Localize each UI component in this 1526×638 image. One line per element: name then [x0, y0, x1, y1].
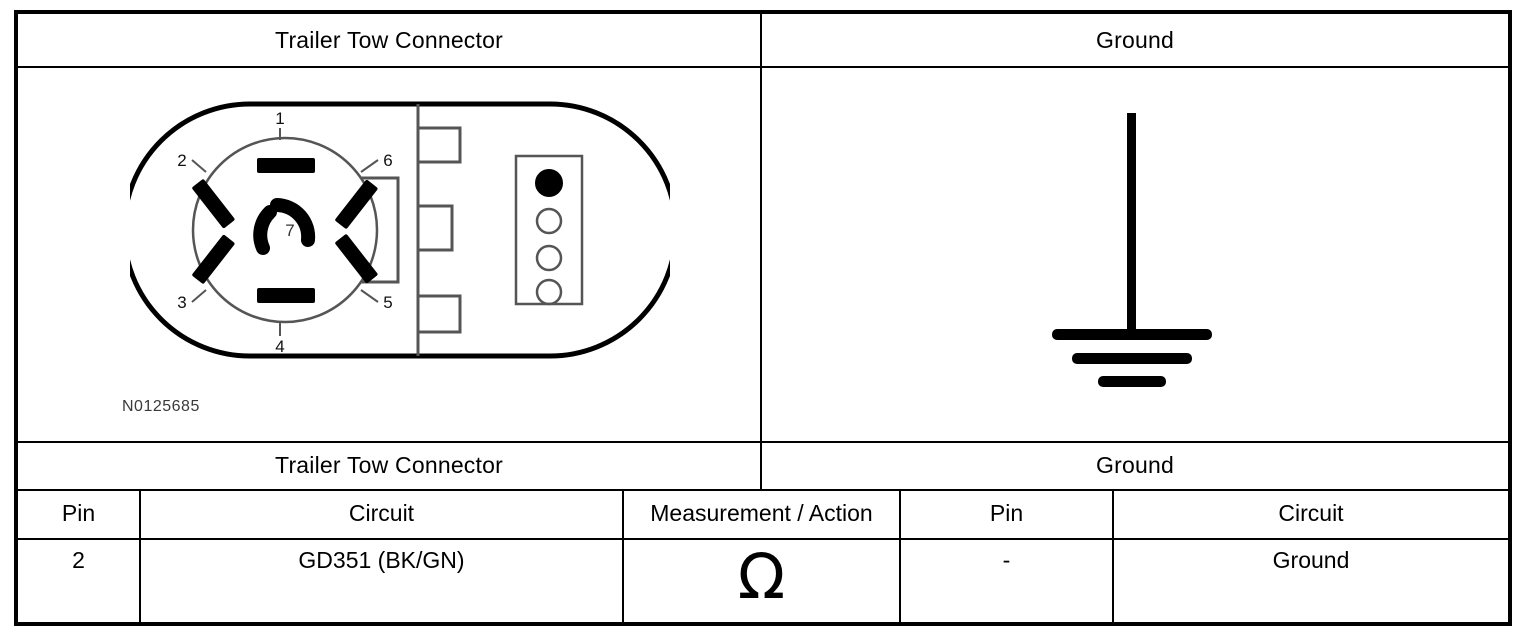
chassis-ground-symbol — [1052, 113, 1212, 387]
indicator-dot-2 — [535, 207, 563, 235]
column-header-circuit-right: Circuit — [1278, 500, 1344, 526]
rule-circuit-measurement — [622, 489, 624, 626]
figure-reference-number: N0125685 — [122, 398, 200, 415]
pin-blade-5 — [335, 234, 378, 283]
cell-circuit-right: Ground — [1272, 546, 1350, 573]
pin-number-2: 2 — [177, 151, 186, 170]
pin-number-7: 7 — [285, 221, 294, 240]
header-ground: Ground — [1096, 26, 1174, 53]
ground-stem — [1127, 113, 1136, 335]
ground-bar-2 — [1072, 353, 1192, 364]
column-header-pin-right: Pin — [989, 500, 1024, 526]
pin-blade-7b — [270, 198, 316, 247]
pin-blade-2 — [192, 179, 235, 228]
header-trailer-tow-connector: Trailer Tow Connector — [275, 26, 503, 53]
section-header-ground: Ground — [1096, 451, 1174, 478]
ground-bar-3 — [1098, 376, 1166, 387]
column-header-circuit-left: Circuit — [348, 500, 415, 526]
pin-number-4: 4 — [275, 337, 284, 356]
pin-number-1: 1 — [275, 109, 284, 128]
rule-top-header — [14, 66, 1512, 68]
indicator-dot-4 — [535, 278, 563, 306]
pin-blade-7a — [253, 205, 277, 255]
rule-illustration-bottom — [14, 441, 1512, 443]
document-frame — [14, 10, 1512, 626]
cell-pin-right: - — [1002, 546, 1011, 573]
pin-number-5: 5 — [383, 293, 392, 312]
section-header-trailer-tow-connector: Trailer Tow Connector — [275, 451, 503, 478]
column-header-measurement-action: Measurement / Action — [650, 500, 873, 526]
pin-blade-1 — [257, 158, 315, 173]
rule-column-header — [14, 538, 1512, 540]
indicator-dot-1-filled — [535, 169, 563, 197]
cell-measurement-ohm-symbol: Ω — [737, 540, 786, 613]
rule-section-header — [14, 489, 1512, 491]
cell-pin-left: 2 — [72, 546, 85, 573]
rule-measurement-pin — [899, 489, 901, 626]
rule-right-pin-circuit — [1112, 489, 1114, 626]
indicator-dot-3 — [535, 244, 563, 272]
pin-blade-4 — [257, 288, 315, 303]
ground-bar-1 — [1052, 329, 1212, 340]
pin-number-6: 6 — [383, 151, 392, 170]
pin-number-3: 3 — [177, 293, 186, 312]
pin-blade-3 — [192, 235, 235, 284]
rule-main-split — [760, 10, 762, 489]
cell-circuit-left: GD351 (BK/GN) — [298, 546, 465, 573]
column-header-pin-left: Pin — [61, 500, 96, 526]
trailer-tow-connector-illustration: 1 2 3 4 5 6 7 — [130, 101, 670, 359]
pin-blade-6 — [335, 180, 378, 229]
rule-left-pin-circuit — [139, 489, 141, 626]
